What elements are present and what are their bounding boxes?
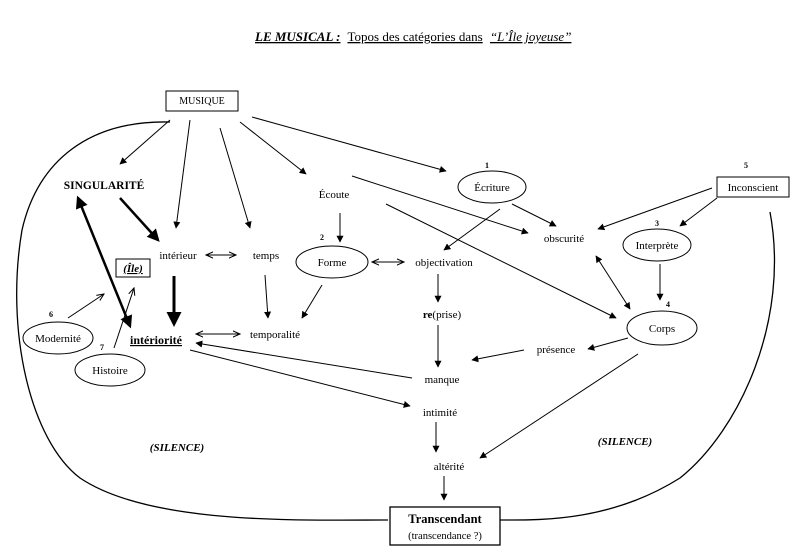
musique-box (165, 90, 239, 112)
node-alterite: altérité (434, 461, 465, 473)
modernite-ellipse (22, 321, 94, 355)
arrow-musique-singularite (119, 119, 171, 165)
arrow-inconscient-interprete (679, 197, 718, 227)
node-presence: présence (537, 344, 576, 356)
silence-left: (SILENCE) (150, 442, 204, 454)
node-obscurite: obscurité (544, 233, 584, 245)
corps-ellipse (626, 310, 698, 346)
node-manque: manque (425, 374, 460, 386)
node-musique: MUSIQUE (179, 96, 225, 107)
number-7: 7 (100, 343, 104, 352)
node-singularite: SINGULARITÉ (64, 178, 145, 192)
right-enclosing-curve (499, 211, 776, 521)
arrow-singularite-interieur (119, 197, 160, 242)
node-histoire: Histoire (92, 365, 128, 377)
title-italic: “L’Île joyeuse” (490, 29, 571, 44)
arrow-temps-temporalite (264, 274, 272, 319)
node-ecoute: Écoute (319, 189, 350, 201)
node-interieur: intérieur (159, 250, 197, 262)
histoire-ellipse (74, 353, 146, 387)
arrow-ecoute-corps (385, 203, 617, 319)
arrow-forme-temporalite (301, 284, 323, 319)
arrow-manque-interiorite (195, 340, 413, 379)
title-bold: LE MUSICAL : (254, 29, 340, 44)
arrow-ecriture-objectivation (443, 208, 501, 251)
arrow-ecoute-obscurite (351, 175, 529, 235)
arrows-group (67, 116, 718, 501)
node-inconscient: Inconscient (728, 182, 779, 194)
number-4: 4 (666, 300, 670, 309)
node-reprise: re(prise) (423, 309, 462, 321)
inconscient-box (716, 176, 790, 198)
interprete-ellipse (622, 228, 692, 262)
node-temps: temps (253, 250, 279, 262)
node-objectivation: objectivation (415, 257, 473, 269)
arrow-presence-manque (471, 349, 525, 363)
arrow-inconscient-obscurite (597, 187, 713, 231)
reprise-rest-part: (prise) (432, 309, 461, 321)
reprise-bold-part: re (423, 309, 433, 321)
node-transcendant: Transcendant (408, 512, 482, 526)
number-3: 3 (655, 219, 659, 228)
diagram-title: LE MUSICAL : Topos des catégories dans “… (254, 29, 571, 44)
number-2: 2 (320, 233, 324, 242)
node-ile: (Île) (123, 263, 143, 275)
arrow-corps-alterite (479, 353, 639, 459)
transcendant-box (389, 506, 501, 546)
node-temporalite: temporalité (250, 329, 300, 341)
number-5: 5 (744, 161, 748, 170)
forme-ellipse (295, 245, 369, 279)
title-regular: Topos des catégories dans (348, 29, 483, 44)
arrow-interiorite-intimite (189, 349, 411, 408)
node-interiorite: intériorité (130, 333, 183, 347)
ecriture-ellipse (457, 170, 527, 204)
node-transcendance: (transcendance ?) (408, 531, 482, 542)
arrow-musique-ecoute (239, 121, 307, 175)
node-ecriture: Écriture (474, 182, 510, 194)
arrow-obscurite-corps (595, 255, 631, 310)
arrow-ecriture-obscurite (511, 203, 557, 227)
arrow-musique-temps (219, 127, 252, 229)
arrow-singularite-interiorite (75, 195, 133, 329)
node-forme: Forme (318, 257, 347, 269)
node-modernite: Modernité (35, 333, 81, 345)
arrow-musique-interieur (173, 119, 191, 229)
arrow-histoire-ile (113, 288, 134, 349)
node-interprete: Interprète (636, 240, 679, 252)
number-1: 1 (485, 161, 489, 170)
arrow-musique-ecriture (251, 116, 447, 173)
node-corps: Corps (649, 323, 675, 335)
arrow-corps-presence (587, 337, 629, 351)
arrow-modernite-ile (67, 294, 104, 319)
number-6: 6 (49, 310, 53, 319)
node-intimite: intimité (423, 407, 457, 419)
left-enclosing-curve (16, 121, 389, 521)
silence-right: (SILENCE) (598, 436, 652, 448)
